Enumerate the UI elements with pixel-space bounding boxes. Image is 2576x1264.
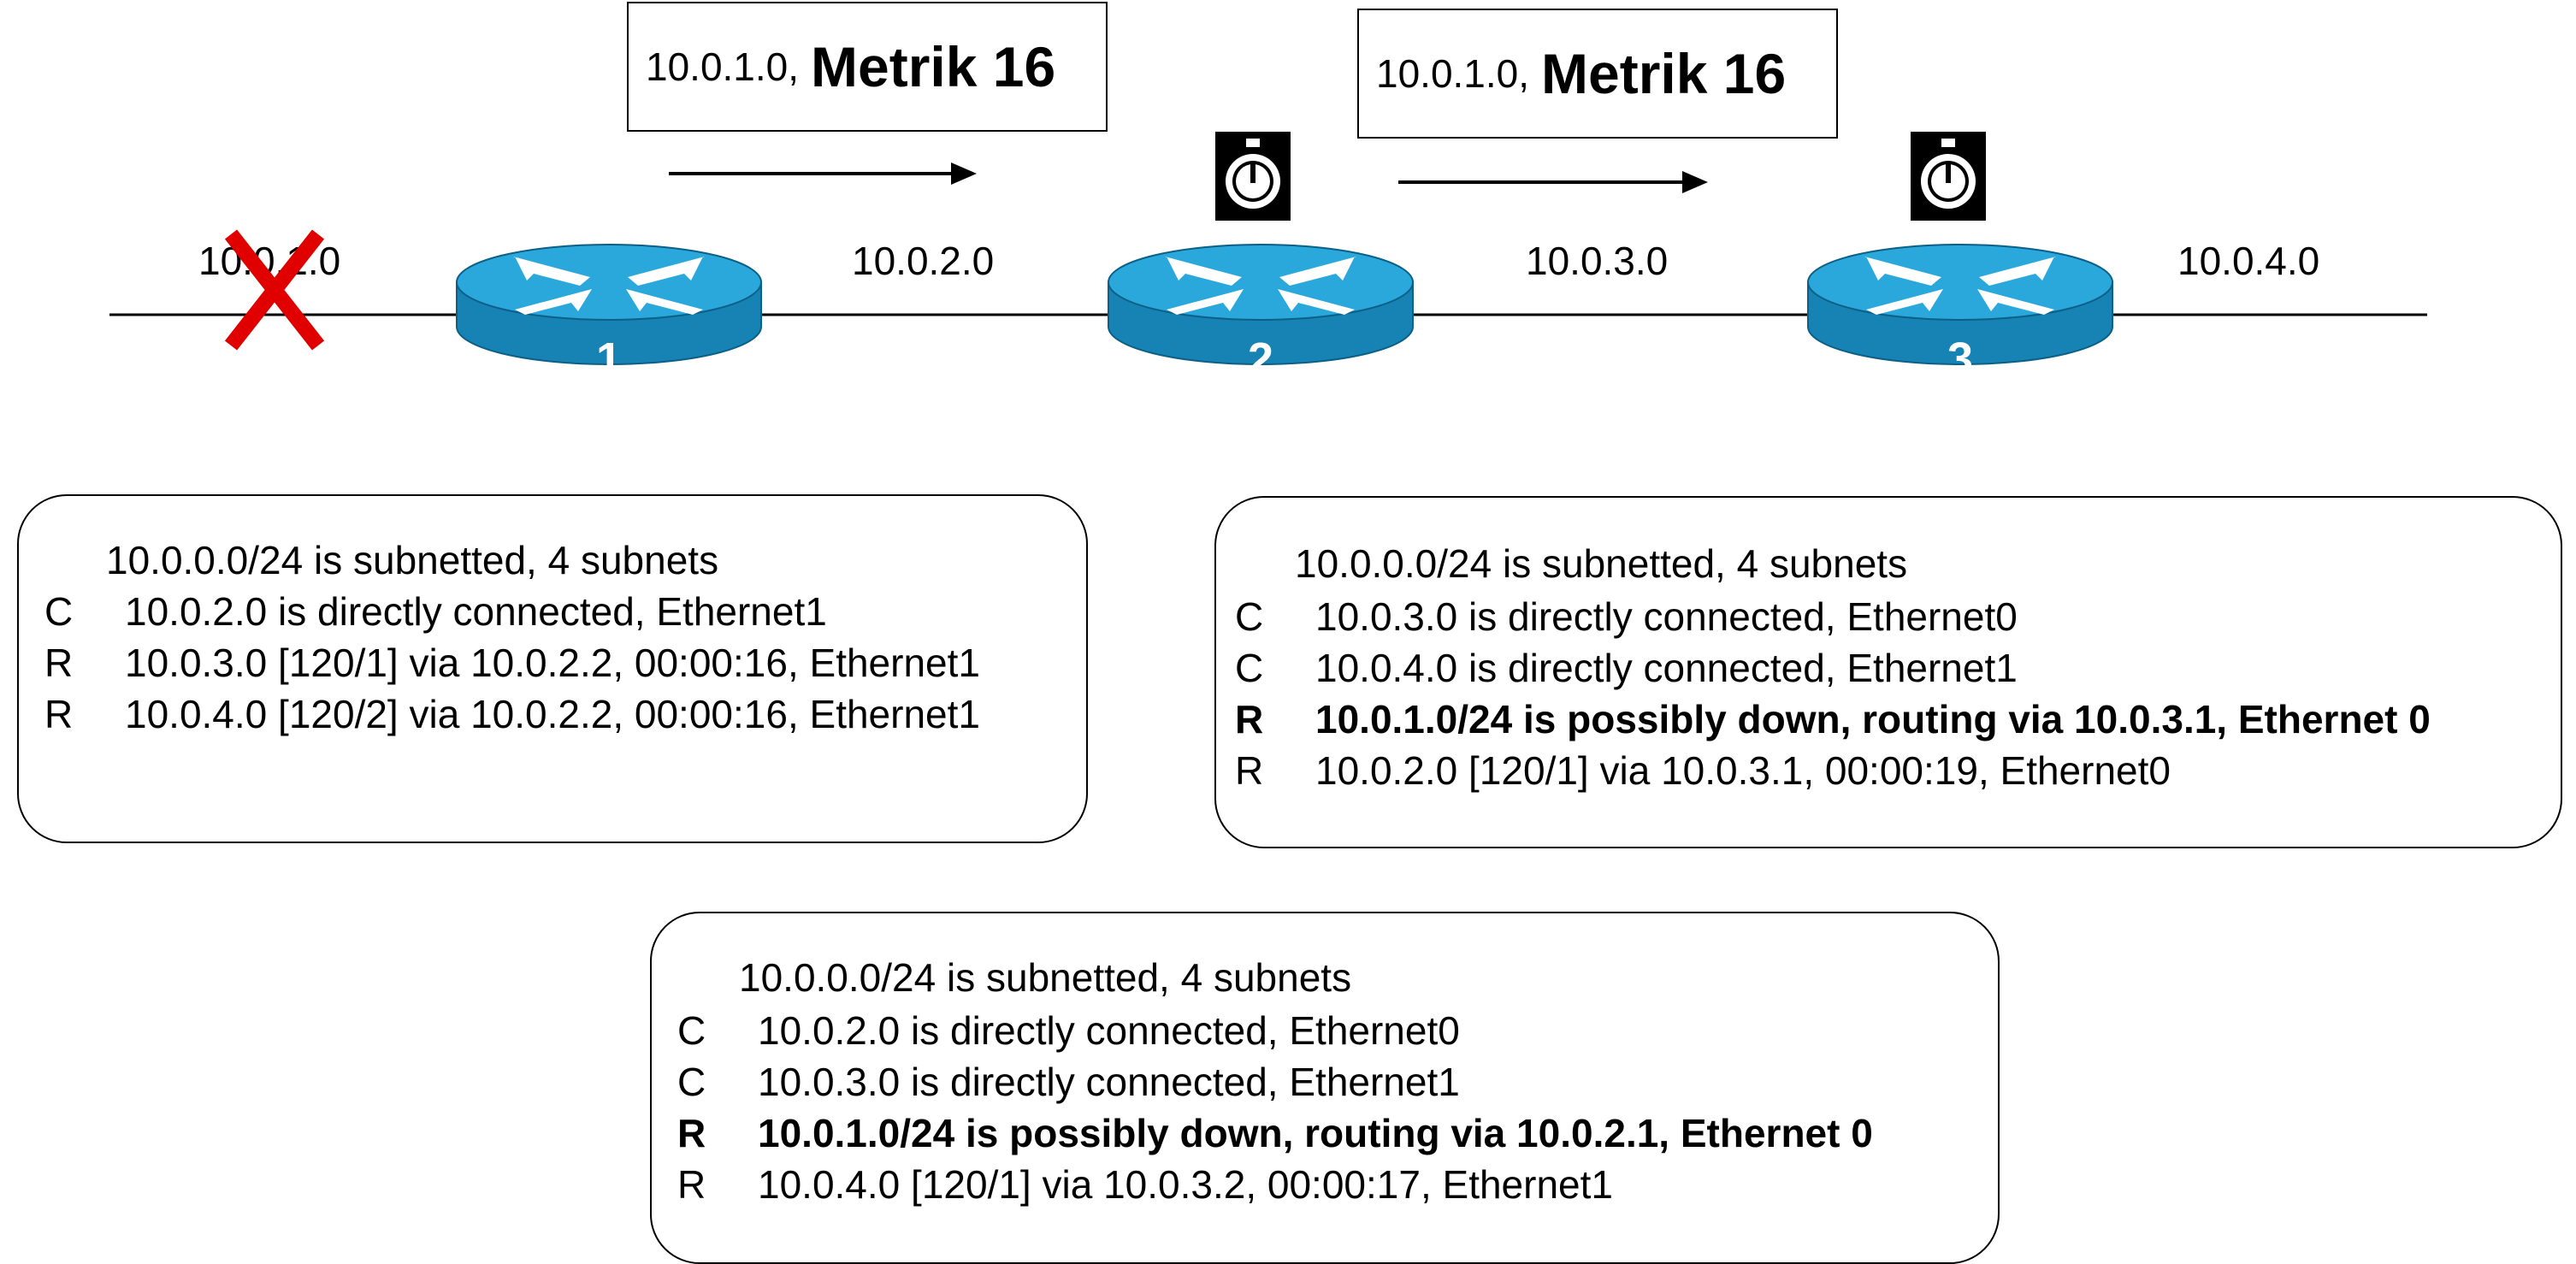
update-metric: Metrik 16 [811,35,1056,98]
stopwatch-icon [1911,132,1986,221]
update-message-1: 10.0.1.0, Metrik 16 [627,2,1108,132]
router-icon: 2 [1108,244,1414,385]
router-number: 3 [1947,334,1973,385]
update-metric: Metrik 16 [1541,42,1787,105]
route-code: R [1235,697,1264,741]
table-header: 10.0.0.0/24 is subnetted, 4 subnets [739,955,1352,1000]
routing-table-router-1: 10.0.0.0/24 is subnetted, 4 subnets C 10… [17,494,1088,843]
route-entry: 10.0.2.0 is directly connected, Ethernet… [125,589,827,634]
route-code: C [44,589,74,634]
router-number: 1 [596,334,622,385]
route-code: C [677,1060,706,1104]
route-entry: 10.0.3.0 is directly connected, Ethernet… [1315,594,2018,639]
red-x-icon [224,229,325,351]
route-entry: 10.0.4.0 is directly connected, Ethernet… [1315,646,2018,690]
route-entry: 10.0.2.0 [120/1] via 10.0.3.1, 00:00:19,… [1315,748,2171,793]
stopwatch-icon [1215,132,1291,221]
router-icon: 1 [456,244,762,385]
route-code: C [1235,646,1264,690]
route-entry: 10.0.3.0 is directly connected, Ethernet… [758,1060,1460,1104]
route-code: R [677,1111,706,1155]
route-entry-possibly-down: 10.0.1.0/24 is possibly down, routing vi… [758,1111,1873,1155]
route-entry: 10.0.4.0 [120/2] via 10.0.2.2, 00:00:16,… [125,692,980,736]
route-code: C [677,1008,706,1053]
table-header: 10.0.0.0/24 is subnetted, 4 subnets [1295,541,1908,586]
route-entry: 10.0.4.0 [120/1] via 10.0.3.2, 00:00:17,… [758,1162,1613,1207]
routing-table-router-3: 10.0.0.0/24 is subnetted, 4 subnets C 10… [1214,496,2562,848]
network-label: 10.0.2.0 [852,239,995,283]
network-label: 10.0.4.0 [2177,239,2320,283]
route-code: R [44,641,74,685]
table-header: 10.0.0.0/24 is subnetted, 4 subnets [106,538,719,582]
router-number: 2 [1248,334,1273,385]
route-entry: 10.0.2.0 is directly connected, Ethernet… [758,1008,1460,1053]
update-network: 10.0.1.0, [646,44,800,89]
network-label: 10.0.3.0 [1526,239,1669,283]
routing-table-router-2: 10.0.0.0/24 is subnetted, 4 subnets C 10… [650,912,2000,1264]
update-network: 10.0.1.0, [1376,51,1530,96]
topology-diagram: 1 2 3 [109,132,2427,385]
arrow-right-icon [669,162,977,185]
update-message-2: 10.0.1.0, Metrik 16 [1357,9,1838,139]
arrow-right-icon [1398,171,1708,193]
route-entry-possibly-down: 10.0.1.0/24 is possibly down, routing vi… [1315,697,2431,741]
route-entry: 10.0.3.0 [120/1] via 10.0.2.2, 00:00:16,… [125,641,980,685]
route-code: C [1235,594,1264,639]
route-code: R [1235,748,1264,793]
route-code: R [44,692,74,736]
router-icon: 3 [1807,244,2113,385]
route-code: R [677,1162,706,1207]
